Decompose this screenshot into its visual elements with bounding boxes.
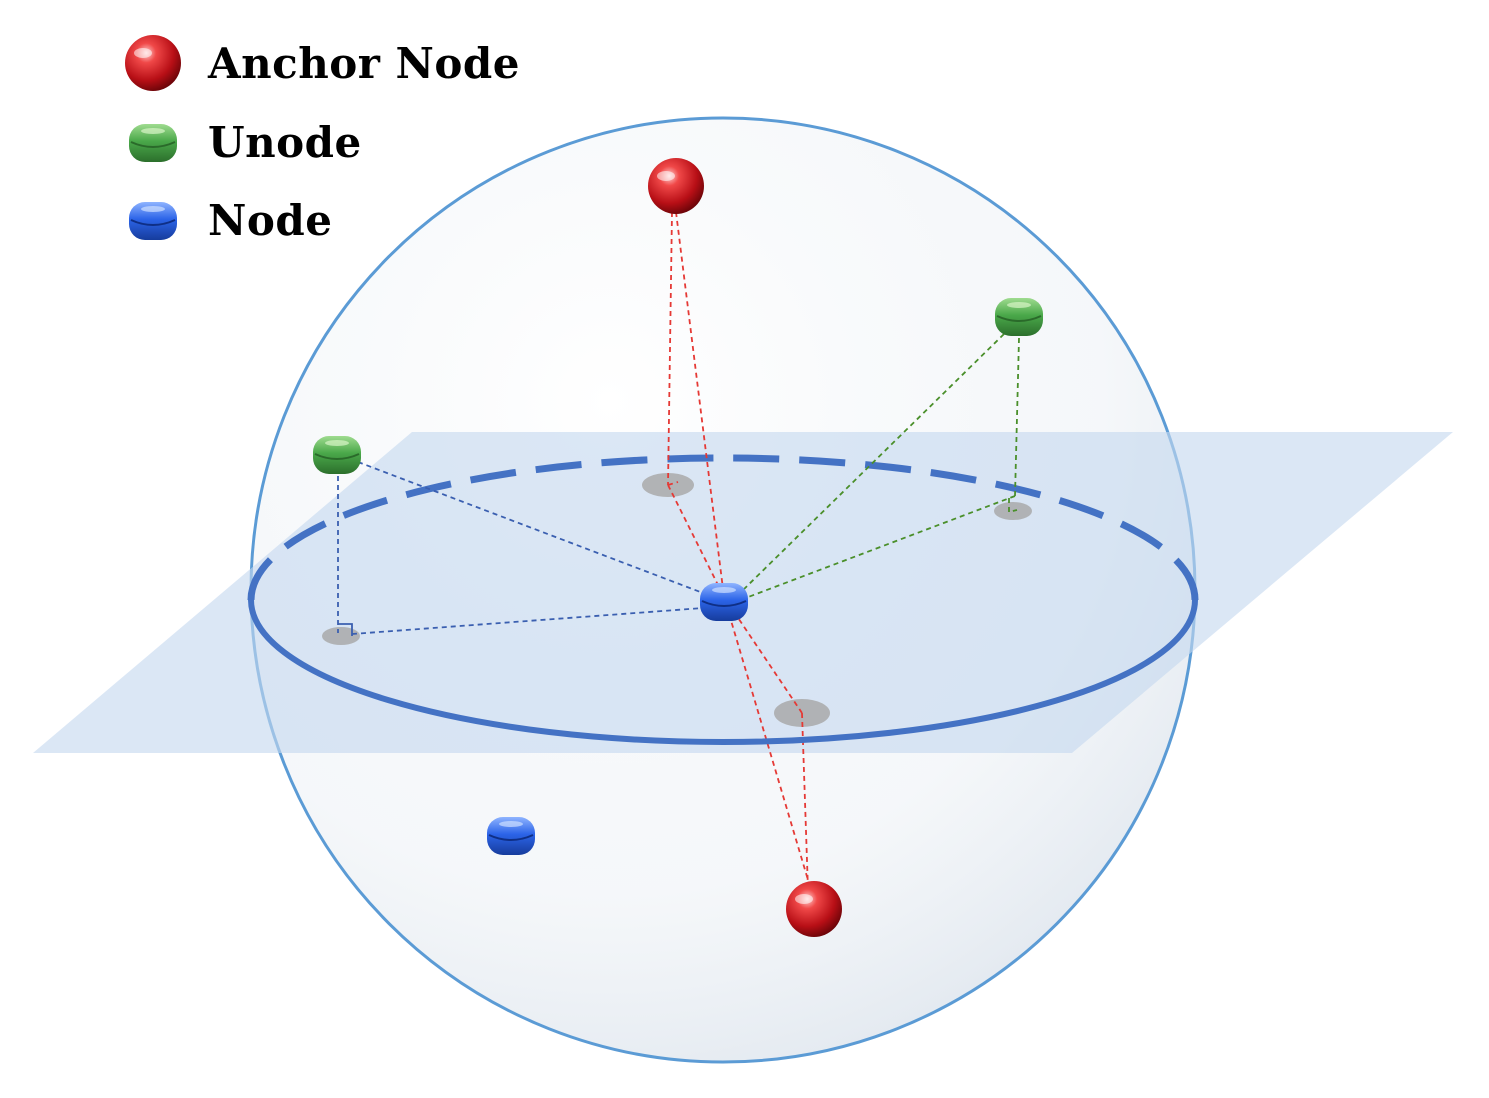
unode-connection-lines-left (337, 461, 704, 636)
node-center (700, 583, 748, 621)
legend-item-anchor-node: Anchor Node (120, 32, 520, 94)
legend-label-anchor-node: Anchor Node (208, 38, 520, 88)
node-lower-left (487, 817, 535, 855)
unode-right (995, 298, 1043, 336)
projection-shadow (322, 627, 360, 645)
legend-item-unode: Unode (120, 118, 362, 167)
legend-label-node: Node (208, 196, 333, 245)
green-node-icon (120, 122, 186, 164)
blue-node-icon (120, 200, 186, 242)
red-sphere-icon (120, 32, 186, 94)
anchor-node-bottom (786, 881, 842, 937)
legend-label-unode: Unode (208, 118, 362, 167)
unode-connection-lines-right (739, 333, 1020, 600)
anchor-node-top (648, 158, 704, 214)
legend-item-node: Node (120, 196, 333, 245)
unode-left (313, 436, 361, 474)
equator-front (248, 599, 1198, 745)
equator-back-dashed (247, 454, 1199, 601)
